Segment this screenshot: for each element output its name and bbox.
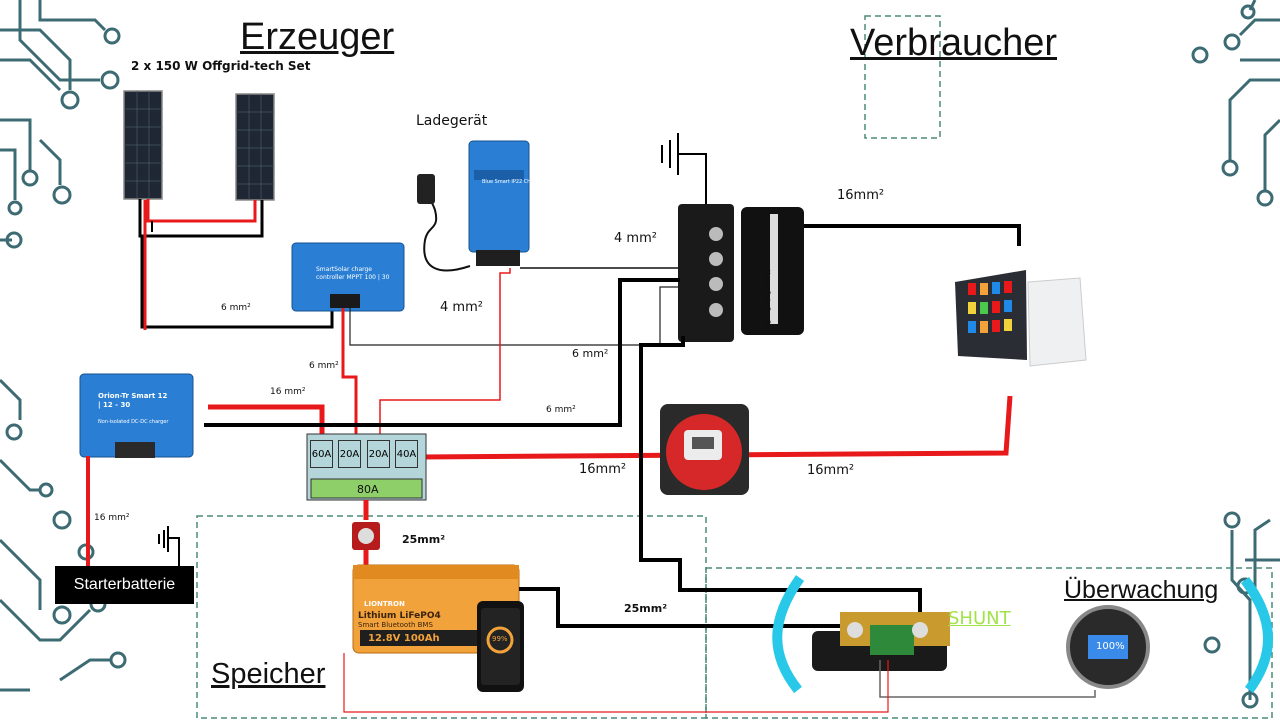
ground-symbol-starter [158, 526, 180, 566]
wire-label-6mm-solar: 6 mm² [221, 303, 251, 313]
battery-master-switch [660, 404, 749, 495]
wire-label-6mm-mppt-neg: 6 mm² [572, 347, 609, 360]
fuse-20a-mppt: 20A [338, 440, 361, 468]
orion-dc-charger [79, 373, 194, 458]
mppt-inscription: SmartSolar charge controller MPPT 100 | … [316, 266, 390, 281]
starter-battery: Starterbatterie [55, 566, 194, 604]
solar-set-label: 2 x 150 W Offgrid-tech Set [131, 59, 311, 73]
wire-label-16mm-starter: 16 mm² [94, 513, 130, 523]
phone-soc-value: 99% [492, 635, 508, 643]
charger-inscription: Blue Smart IP22 Charger [482, 179, 544, 185]
battery-line-2: Smart Bluetooth BMS [358, 621, 433, 629]
monitor-soc-value: 100% [1096, 641, 1125, 652]
busbar-cover [741, 207, 804, 335]
battery-shunt [812, 612, 950, 671]
battery-fuse [352, 522, 380, 550]
heading-monitoring: Überwachung [1064, 576, 1219, 604]
bracket-right [1240, 577, 1273, 693]
wire-label-4mm-charger-neg: 4 mm² [614, 231, 657, 246]
busbar-inscription: Heavy Duty Bus Bar [764, 270, 771, 331]
orion-inscription: Orion-Tr Smart 12 | 12 - 30 [98, 392, 168, 410]
wire-label-25mm-battery-pos: 25mm² [402, 533, 446, 546]
wire-label-16mm-switch-out: 16mm² [807, 463, 855, 478]
orion-subinscription: Non-isolated DC-DC charger [98, 419, 169, 425]
solar-panel-right [235, 93, 275, 201]
fuse-20a-charger: 20A [367, 440, 390, 468]
wire-label-4mm-charger-pos: 4 mm² [440, 300, 483, 315]
wire-label-16mm-fuseblock-neg: 16mm² [837, 188, 885, 203]
battery-brand: LIONTRON [364, 600, 405, 608]
wire-label-25mm-battery-neg: 25mm² [624, 602, 668, 615]
solar-panel-left [123, 90, 163, 200]
ground-symbol-top [661, 133, 707, 205]
main-fuse-label: 80A [357, 483, 379, 496]
shunt-label: SHUNT [948, 608, 1011, 629]
ac-charger [417, 140, 530, 272]
consumers-dashed-frame [864, 15, 941, 139]
fuse-60a: 60A [310, 440, 333, 468]
main-fuse-bar [310, 478, 423, 499]
wire-label-16mm-orion: 16 mm² [270, 387, 306, 397]
fuse-block [955, 270, 1087, 367]
mppt-charge-controller [291, 242, 405, 312]
battery-line-1: Lithium LiFePO4 [358, 611, 441, 621]
bracket-left [772, 575, 805, 694]
negative-busbar [678, 204, 734, 342]
charger-label: Ladegerät [416, 113, 488, 129]
heading-producers: Erzeuger [240, 16, 395, 58]
battery-line-3: 12.8V 100Ah [368, 633, 440, 644]
circuit-decoration-right [1191, 0, 1280, 709]
fuse-40a: 40A [395, 440, 418, 468]
heading-storage: Speicher [211, 658, 326, 690]
wire-label-6mm-orion-neg: 6 mm² [546, 405, 576, 415]
wire-label-16mm-switch-in: 16mm² [579, 462, 627, 477]
heading-consumers: Verbraucher [850, 22, 1058, 64]
circuit-decoration-left [0, 0, 127, 692]
wire-label-6mm-mppt: 6 mm² [309, 361, 339, 371]
phone-app [477, 601, 524, 692]
battery-monitor [1066, 605, 1150, 689]
